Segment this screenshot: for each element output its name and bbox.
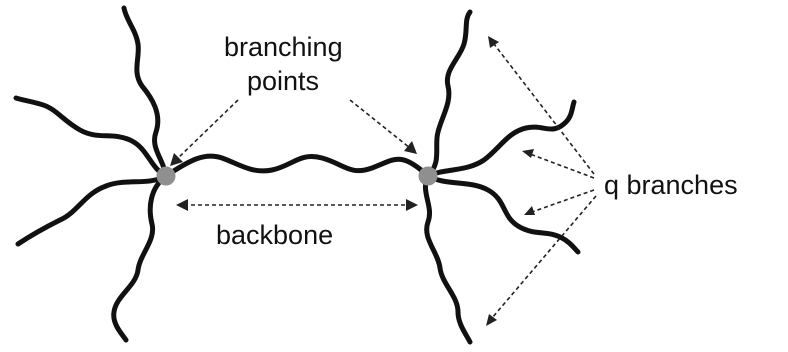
q-branches-arrows <box>486 36 597 326</box>
left-branch-lower-left <box>15 173 169 247</box>
right-branch-lower-right <box>425 173 581 255</box>
backbone-double-arrow <box>176 199 418 211</box>
branching-points-label-line2: points <box>247 66 319 96</box>
left-branch-upper-left <box>13 95 169 179</box>
right-branch-top <box>425 9 473 179</box>
left-branching-point <box>156 166 176 186</box>
arrow-to-left-branching-point <box>170 99 239 166</box>
backbone-chain <box>163 153 431 179</box>
right-branching-point <box>418 166 438 186</box>
left-branch-bottom <box>111 173 169 343</box>
q-branches-label: q branches <box>604 170 738 200</box>
right-branch-bottom <box>422 173 473 345</box>
arrow-to-right-branching-point <box>349 99 417 154</box>
backbone-label: backbone <box>216 220 333 250</box>
left-branch-top <box>121 5 169 179</box>
branching-points-label-line1: branching <box>224 32 343 62</box>
right-branch-upper-right <box>425 99 577 179</box>
